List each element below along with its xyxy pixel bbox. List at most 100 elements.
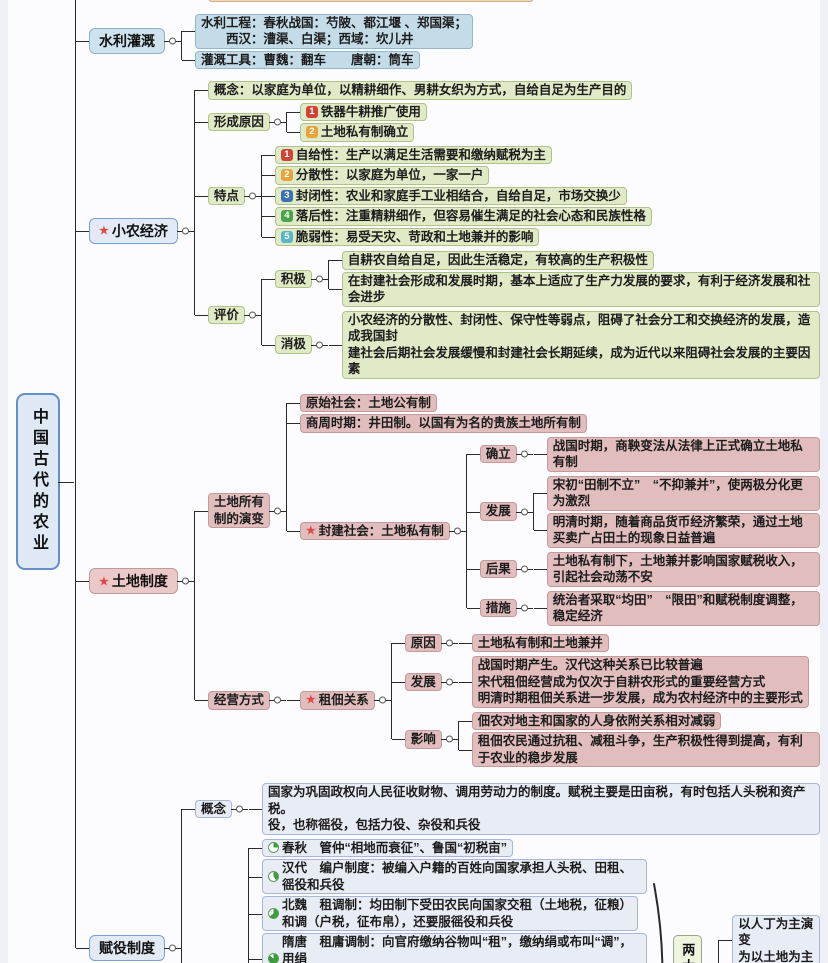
irrigation-item[interactable]: 灌溉工具：曹魏：翻车 唐朝：筒车 <box>195 50 420 69</box>
collapse-handle[interactable] <box>445 678 453 686</box>
mindmap: 中国古代的农业 起源 由采集经济向种植经济的发展 地域分布：南稻北粟 产业结构：… <box>8 0 820 963</box>
smallfarm-concept[interactable]: 概念：以家庭为单位，以精耕细作、男耕女织为方式，自给自足为生产目的 <box>207 81 633 100</box>
brace-decoration <box>653 883 664 963</box>
ownership-item[interactable]: 原始社会：土地公有制 <box>299 393 437 412</box>
red-star-icon: ★ <box>99 575 109 588</box>
collapse-handle[interactable] <box>169 37 176 45</box>
develop-item[interactable]: 宋初“田制不立” “不抑兼并”，使两极分化更为激烈 <box>546 475 820 511</box>
red-star-icon: ★ <box>305 524 316 537</box>
feudal-consequence-group: 后果 土地私有制下，土地兼并影响国家赋税收入，引起社会动荡不安 <box>465 549 820 589</box>
tenancy-group: ★ 租佃关系 原因 <box>286 631 820 771</box>
tenancy-reason-group: 原因 土地私有制和土地兼并 <box>390 632 820 655</box>
branch-irrigation: 水利灌溉 水利工程：春秋战国：芍陂、都江堰 、郑国渠； 西汉：漕渠、白渠；西域：… <box>75 7 820 76</box>
tax-develop-group: 发展 春秋 管仲“相地而衰征”、鲁国“初税亩” 汉代 编户制度：被编入户籍的百姓… <box>181 836 820 963</box>
collapse-handle[interactable] <box>520 450 528 458</box>
red-star-icon: ★ <box>305 693 316 706</box>
land-management-node[interactable]: 经营方式 <box>207 691 286 710</box>
root-node[interactable]: 中国古代的农业 <box>16 393 74 570</box>
smallfarm-cause-node[interactable]: 形成原因 <box>207 112 286 132</box>
land-node[interactable]: ★ 土地制度 <box>89 568 194 595</box>
reason-item[interactable]: 土地私有制和土地兼并 <box>471 633 609 652</box>
feudal-node[interactable]: ★ 封建社会：土地私有制 <box>299 521 466 541</box>
collapse-handle[interactable] <box>273 696 281 704</box>
trend-item[interactable]: 以人丁为主演变 为以土地为主 <box>732 914 820 963</box>
tax-develop-item[interactable]: 春秋 管仲“相地而衰征”、鲁国“初税亩” <box>262 838 514 857</box>
tax-develop-item[interactable]: 汉代 编户制度：被编入户籍的百姓向国家承担人头税、田租、徭役和兵役 <box>262 859 648 894</box>
collapse-handle[interactable] <box>445 639 453 647</box>
collapse-handle[interactable] <box>315 341 323 348</box>
tax-concept-node[interactable]: 概念 <box>195 799 249 818</box>
smallfarm-evaluation-node[interactable]: 评价 <box>207 305 261 324</box>
tax-develop-item[interactable]: 隋唐 租庸调制：向官府缴纳谷物叫“租”，缴纳绢或布叫“调”，用绢 或布代替服役叫… <box>262 933 648 963</box>
evaluation-positive-group: 积极 自耕农自给自足，因此生活稳定，有较高的生产积极性 在封建社会形成和发展时期… <box>261 249 820 309</box>
land-ownership-node[interactable]: 土地所有 制的演变 <box>207 493 286 528</box>
collapse-handle[interactable] <box>453 527 461 535</box>
establish-item[interactable]: 战国时期，商鞅变法从法律上正式确立土地私有制 <box>546 436 820 472</box>
smallfarm-features-node[interactable]: 特点 <box>207 186 261 205</box>
feudal-measure-node[interactable]: 措施 <box>479 598 533 618</box>
tax-concept-group: 概念 国家为巩固政权向人民征收财物、调用劳动力的制度。赋税主要是田亩税，有时包括… <box>181 781 820 837</box>
feudal-establish-node[interactable]: 确立 <box>479 444 533 464</box>
priority-5-icon: 5 <box>280 230 293 243</box>
collapse-handle[interactable] <box>520 508 528 515</box>
mindmap-canvas: 中国古代的农业 起源 由采集经济向种植经济的发展 地域分布：南稻北粟 产业结构：… <box>8 0 820 963</box>
smallfarm-node[interactable]: ★ 小农经济 <box>89 217 194 244</box>
collapse-handle[interactable] <box>236 805 244 813</box>
collapse-handle[interactable] <box>520 604 528 612</box>
collapse-handle[interactable] <box>378 696 386 704</box>
irrigation-item[interactable]: 水利工程：春秋战国：芍陂、都江堰 、郑国渠； 西汉：漕渠、白渠；西域：坎儿井 <box>195 13 473 49</box>
collapse-handle[interactable] <box>169 944 176 951</box>
tenancy-node[interactable]: ★ 租佃关系 <box>299 691 391 710</box>
tax-concept-item[interactable]: 国家为巩固政权向人民征收财物、调用劳动力的制度。赋税主要是田亩税，有时包括人头税… <box>262 783 820 835</box>
feudal-develop-node[interactable]: 发展 <box>479 502 533 521</box>
priority-1-icon: 1 <box>305 105 318 118</box>
positive-item[interactable]: 自耕农自给自足，因此生活稳定，有较高的生产积极性 <box>341 251 654 270</box>
tax-develop-item[interactable]: 北魏 租调制：均田制下受田农民向国家交租（土地税，征粮） 和调（户税，征布帛），… <box>262 896 639 931</box>
tools-item[interactable]: 唐：曲辕犁 标志传统步犁基本定型，犁耕技术的成熟 <box>207 0 534 2</box>
collapse-handle[interactable] <box>315 275 323 283</box>
develop-item[interactable]: 明清时期，随着商品货币经济繁荣，通过土地买卖广占田土的现象日益普遍 <box>546 512 820 548</box>
feudal-consequence-node[interactable]: 后果 <box>479 559 533 579</box>
collapse-handle[interactable] <box>273 118 281 126</box>
collapse-handle[interactable] <box>248 311 256 319</box>
tenancy-impact-node[interactable]: 影响 <box>404 730 458 749</box>
collapse-handle[interactable] <box>181 227 189 235</box>
collapse-handle[interactable] <box>520 565 528 573</box>
positive-item[interactable]: 在封建社会形成和发展时期，基本上适应了生产力发展的要求，有利于经济发展和社会进步 <box>341 271 820 307</box>
tax-node[interactable]: 赋役制度 <box>89 934 181 961</box>
evaluation-negative-node[interactable]: 消极 <box>274 335 328 354</box>
feudal-develop-group: 发展 宋初“田制不立” “不抑兼并”，使两极分化更为激烈 明清时期，随着商品货币… <box>465 473 820 550</box>
impact-item[interactable]: 佃农对地主和国家的人身依附关系相对减弱 <box>471 711 722 730</box>
tenancy-develop-item[interactable]: 战国时期产生。汉代这种关系已比较普遍 宋代租佃经营成为仅次于自耕农形式的重要经营… <box>471 656 809 708</box>
measure-item[interactable]: 统治者采取“均田” “限田”和赋税制度调整，稳定经济 <box>546 590 820 626</box>
ownership-item[interactable]: 商周时期：井田制。以国有为名的贵族土地所有制 <box>299 414 587 433</box>
land-ownership-group: 土地所有 制的演变 原始社会：土地公有制 商周时期：井田制。以国有为名的贵族土地… <box>194 392 820 630</box>
negative-item[interactable]: 小农经济的分散性、封闭性、保守性等弱点，阻碍了社会分工和交换经济的发展，造成我国… <box>341 310 820 379</box>
irrigation-node[interactable]: 水利灌溉 <box>89 28 181 55</box>
collapse-handle[interactable] <box>273 507 281 514</box>
collapse-handle[interactable] <box>248 192 256 200</box>
evaluation-positive-node[interactable]: 积极 <box>274 269 328 288</box>
tax-trends-group: 两大趋势 以人丁为主演变 为以土地为主 纳税以实物和力役 演变为货币地租 <box>673 914 820 963</box>
land-management-group: 经营方式 ★ 租佃关系 <box>194 629 820 772</box>
tenancy-develop-node[interactable]: 发展 <box>404 672 458 691</box>
tenancy-reason-node[interactable]: 原因 <box>404 633 458 652</box>
priority-3-icon: 3 <box>280 189 293 202</box>
impact-item[interactable]: 租佃农民通过抗租、减租斗争，生产积极性得到提高，有利于农业的稳步发展 <box>471 732 820 767</box>
trends-node[interactable]: 两大趋势 <box>673 935 703 963</box>
collapse-handle[interactable] <box>445 735 453 743</box>
smallfarm-evaluation-group: 评价 积极 自耕农自给自足，因此生活稳定，有较高的生产积极性 在封建社会形成和发… <box>194 248 820 382</box>
consequence-item[interactable]: 土地私有制下，土地兼并影响国家赋税收入，引起社会动荡不安 <box>546 551 820 587</box>
collapse-handle[interactable] <box>181 577 189 585</box>
feudal-measure-group: 措施 统治者采取“均田” “限田”和赋税制度调整，稳定经济 <box>465 588 820 628</box>
feudal-establish-group: 确立 战国时期，商鞅变法从法律上正式确立土地私有制 <box>465 435 820 474</box>
